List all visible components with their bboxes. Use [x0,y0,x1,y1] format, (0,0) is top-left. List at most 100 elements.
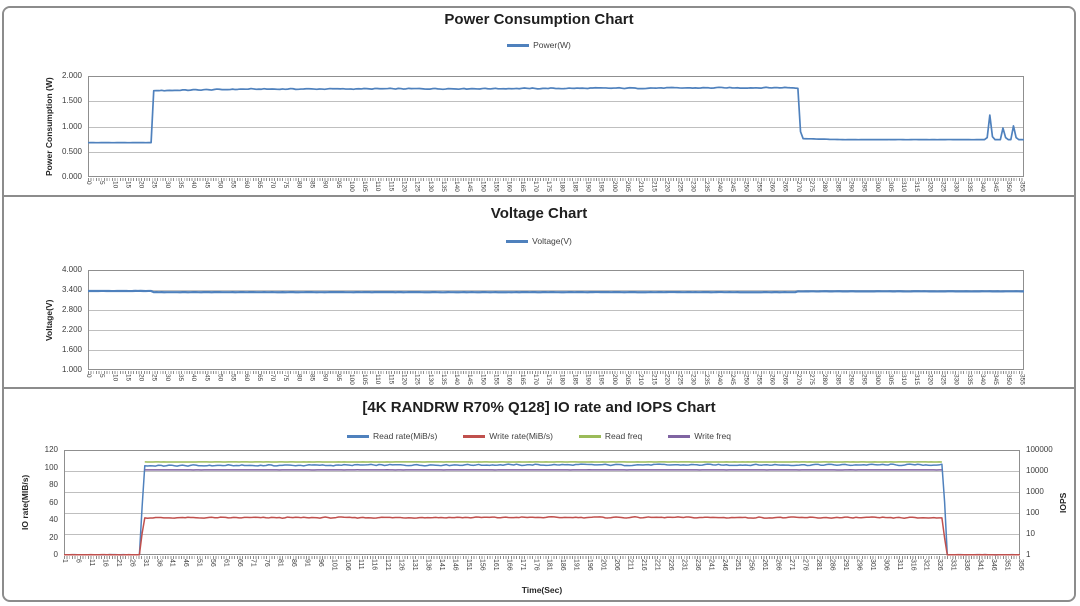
x-tick-label: 345 [992,374,1000,385]
y-tick-label: 3.400 [61,285,82,294]
x-tick-label: 251 [734,559,742,571]
x-tick-label: 45 [203,374,211,382]
x-tick-label: 36 [155,559,163,567]
x-tick-label: 15 [124,374,132,382]
y-tick-label: 1.500 [61,96,82,106]
time-x-axis-title: Time(Sec) [521,585,563,595]
x-tick-label: 265 [781,181,789,192]
x-tick-label: 205 [623,181,631,192]
x-tick-label: 150 [479,181,487,192]
x-tick-label: 10 [111,374,119,382]
x-tick-label: 86 [289,559,297,567]
io-chart-legend: Read rate(MiB/s)Write rate(MiB/s)Read fr… [4,431,1074,441]
x-tick-label: 65 [255,374,263,382]
x-tick-label: 286 [828,559,836,571]
y-tick-label: 1.000 [61,121,82,131]
x-tick-label: 250 [742,181,750,192]
y-tick-label: 1.000 [61,365,82,374]
x-tick-label: 305 [886,374,894,385]
x-tick-label: 236 [693,559,701,571]
x-tick-label: 276 [801,559,809,571]
x-tick-label: 240 [716,374,723,385]
x-tick-label: 80 [295,181,303,189]
x-tick-label: 151 [464,559,472,571]
voltage-chart-canvas [87,270,1025,370]
series-read-rate-mib-s-line [63,463,1021,556]
x-tick-label: 16 [101,559,109,567]
x-tick-label: 295 [860,181,868,192]
x-tick-label: 141 [438,559,445,571]
x-tick-label: 346 [990,559,998,571]
x-tick-label: 55 [229,374,237,382]
y2-tick-label: 10000 [1026,466,1049,475]
x-tick-label: 166 [505,559,513,571]
x-tick-label: 161 [491,559,499,571]
x-tick-label: 120 [400,181,408,192]
x-tick-label: 245 [729,181,737,192]
x-tick-label: 320 [926,181,934,192]
x-tick-label: 325 [939,181,947,192]
x-tick-label: 275 [808,374,816,385]
x-tick-label: 111 [357,559,365,570]
x-tick-label: 6 [74,559,82,563]
x-tick-label: 30 [163,181,171,189]
voltage-chart-title: Voltage Chart [490,205,588,222]
y-tick-label: 40 [49,515,58,524]
x-tick-label: 115 [387,374,395,385]
x-tick-label: 40 [190,374,198,382]
io-chart-canvas [63,450,1021,556]
x-tick-label: 226 [666,559,674,571]
x-tick-label: 100 [347,374,355,385]
x-tick-label: 75 [282,374,290,382]
x-tick-label: 20 [137,374,145,382]
x-tick-label: 91 [303,559,311,567]
legend-item-write-freq: Write freq [668,431,731,441]
legend-label: Write rate(MiB/s) [489,431,553,441]
x-tick-label: 196 [586,559,594,571]
x-tick-label: 350 [1005,374,1013,385]
x-tick-label: 265 [781,374,789,385]
x-tick-label: 0 [85,181,92,185]
x-tick-label: 81 [276,559,284,567]
x-tick-label: 90 [321,181,329,189]
x-tick-label: 235 [702,181,710,192]
x-tick-label: 25 [150,181,158,189]
x-tick-label: 75 [282,181,290,189]
x-tick-label: 206 [613,559,621,571]
x-tick-label: 200 [610,181,618,192]
x-tick-label: 125 [413,374,421,385]
x-tick-label: 320 [926,374,934,385]
x-tick-label: 56 [209,559,217,567]
x-tick-label: 255 [755,181,763,192]
x-tick-label: 40 [190,181,198,189]
x-tick-label: 301 [868,559,876,571]
x-tick-label: 90 [321,374,329,382]
x-tick-label: 70 [269,181,277,189]
x-tick-label: 356 [1017,559,1024,571]
x-tick-label: 230 [689,374,697,385]
x-tick-label: 290 [847,374,855,385]
voltage-chart-panel: Voltage Chart Voltage(V) Voltage(V) 4.00… [4,195,1074,387]
x-tick-label: 150 [479,374,487,385]
x-tick-label: 326 [936,559,944,571]
plot-border [64,450,1020,555]
y2-tick-label: 1000 [1026,487,1044,496]
x-tick-label: 130 [426,374,434,385]
x-tick-label: 210 [637,181,645,192]
power-chart-title: Power Consumption Chart [444,11,634,28]
x-tick-label: 25 [150,374,158,382]
y-tick-label: 0 [53,550,58,559]
series-voltage-v-line [87,289,1025,294]
y-tick-label: 60 [49,497,58,507]
x-tick-label: 345 [992,181,1000,192]
x-tick-label: 250 [742,374,750,385]
x-tick-label: 41 [168,559,176,567]
x-tick-label: 215 [650,374,658,385]
x-tick-label: 5 [98,181,106,185]
x-tick-label: 71 [249,559,257,567]
x-tick-label: 330 [952,181,960,192]
x-tick-label: 145 [466,181,474,192]
x-axis-minor-ticks [64,555,1020,559]
x-tick-label: 306 [882,559,890,571]
x-tick-label: 316 [909,559,917,571]
